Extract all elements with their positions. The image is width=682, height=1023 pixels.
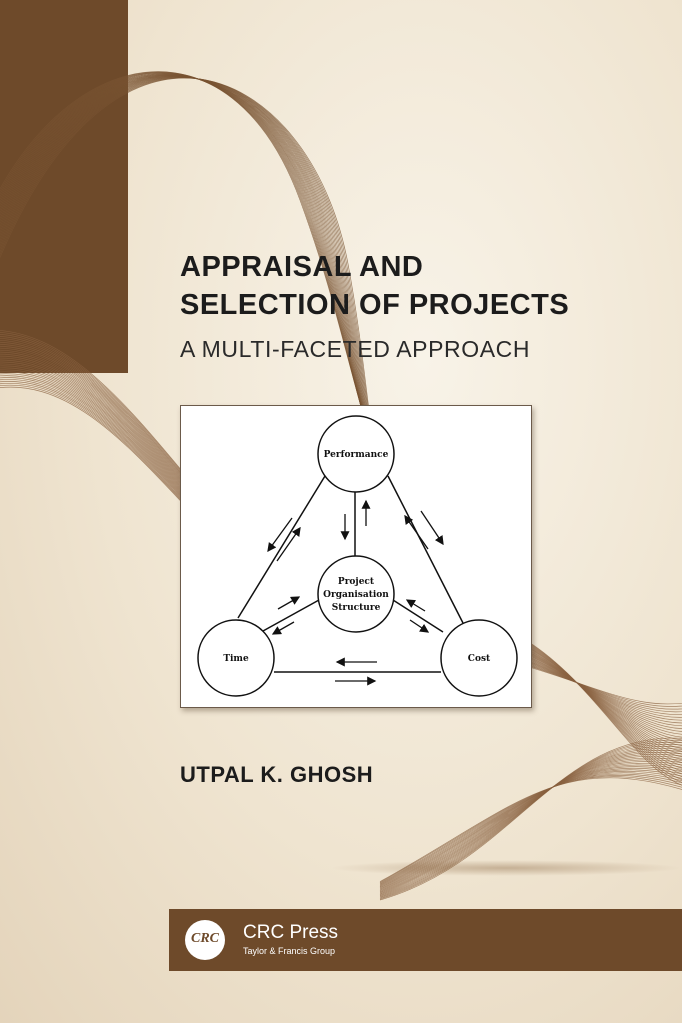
arrow-performance-to-time [267, 517, 293, 553]
publisher-group: Taylor & Francis Group [243, 946, 336, 956]
label-center-line-3: Structure [332, 603, 381, 613]
shadow-strip [330, 860, 682, 876]
title-line-2: SELECTION OF PROJECTS [180, 289, 570, 321]
arrow-cost-to-performance [404, 514, 429, 550]
arrow-center-to-cost [409, 619, 430, 633]
cover-diagram: Performance Project Organisation Structu… [180, 405, 532, 708]
edge-cost-center [392, 599, 444, 633]
wave-line-right [379, 777, 682, 882]
node-time [197, 619, 275, 697]
arrow-center-to-time [271, 621, 295, 635]
arrow-performance-to-cost [420, 510, 444, 546]
label-time: Time [223, 654, 249, 664]
book-title: APPRAISAL AND SELECTION OF PROJECTS [180, 248, 569, 324]
publisher-bar: CRC CRC Press Taylor & Francis Group [169, 909, 682, 971]
arrow-time-to-center [277, 596, 301, 610]
arrow-cost-to-center [405, 599, 426, 612]
book-subtitle: A MULTI-FACETED APPROACH [180, 336, 531, 362]
crc-logo-text: CRC [190, 931, 219, 946]
arrow-time-to-performance [276, 526, 301, 562]
node-performance [317, 415, 395, 493]
node-center [317, 555, 395, 633]
label-cost: Cost [468, 654, 491, 664]
label-center-line-1: Project [338, 577, 375, 587]
project-triangle-diagram: Performance Project Organisation Structu… [197, 415, 518, 697]
node-cost [440, 619, 518, 697]
edge-time-center [262, 599, 320, 632]
edge-performance-time [237, 475, 326, 619]
label-performance: Performance [324, 450, 389, 460]
label-center-line-2: Organisation [323, 590, 389, 600]
title-line-1: APPRAISAL AND [180, 251, 424, 283]
edge-performance-cost [387, 475, 464, 624]
author-name: UTPAL K. GHOSH [180, 762, 374, 787]
crc-logo: CRC [185, 920, 225, 960]
publisher-name: CRC Press [243, 922, 339, 943]
